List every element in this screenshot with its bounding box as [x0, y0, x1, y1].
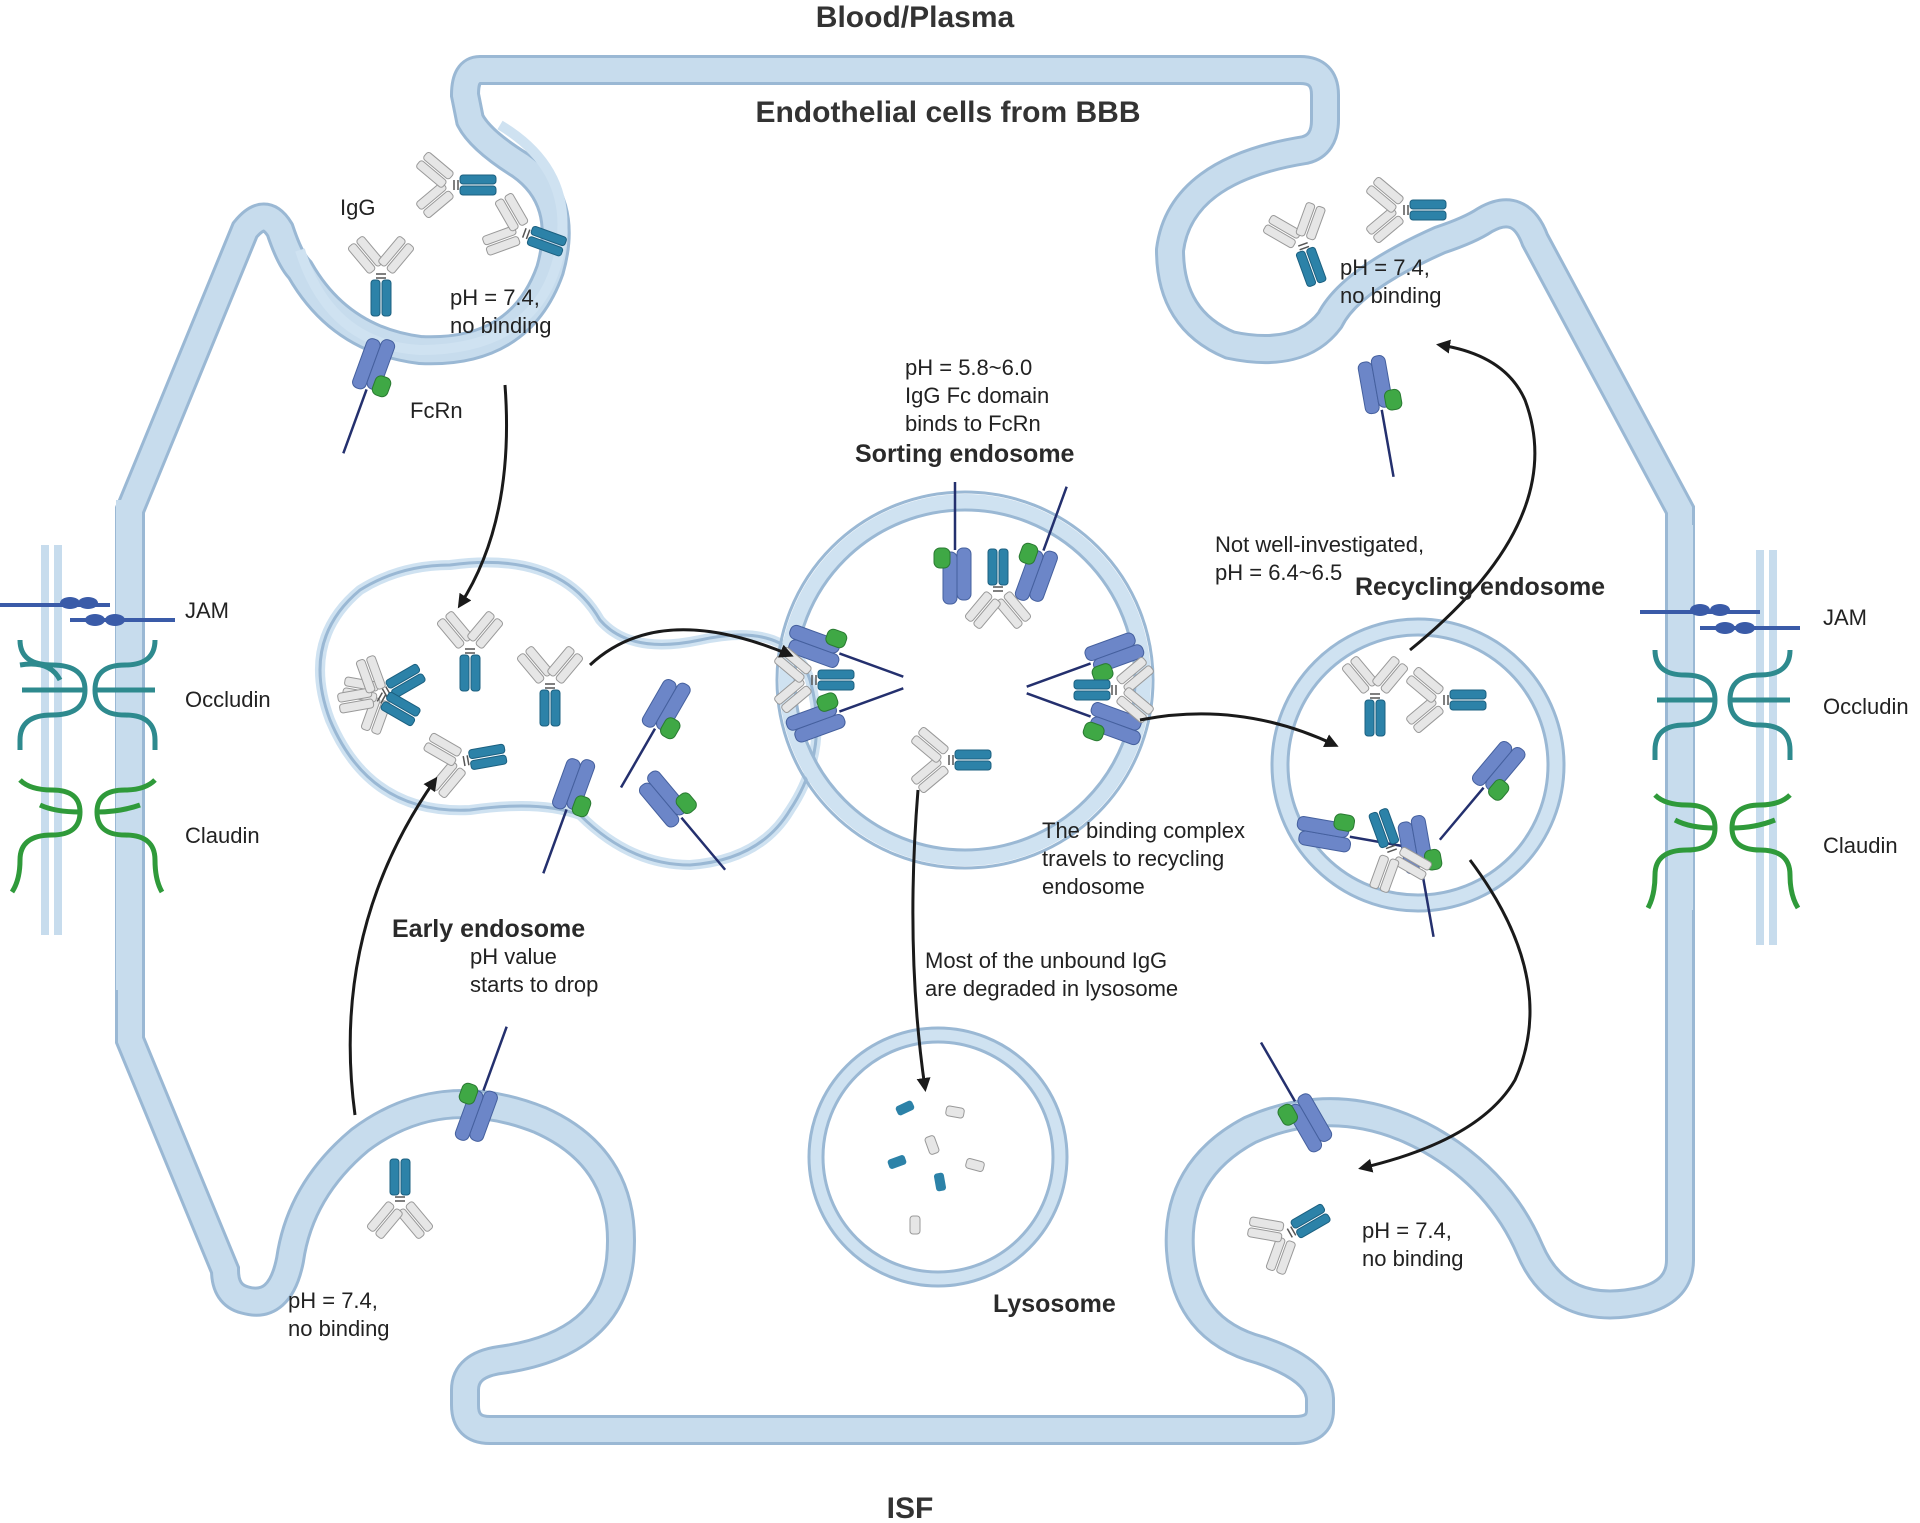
jam-protein-icon: [0, 597, 175, 626]
transport-arrows: [348, 339, 1537, 1173]
ph-top-right-line1: pH = 7.4,: [1340, 255, 1430, 280]
arrow-recycling-to-bottom-right: [1358, 859, 1532, 1173]
arrow-early-to-sorting: [588, 628, 794, 667]
complex-line2: travels to recycling: [1042, 846, 1224, 871]
arrow-to-early-endosome: [457, 384, 508, 609]
claudin-protein-icon: [9, 778, 165, 894]
ph-bottom-left-line1: pH = 7.4,: [288, 1288, 378, 1313]
jam-protein-icon: [1640, 604, 1800, 634]
sorting-ph-line2: IgG Fc domain: [905, 383, 1049, 408]
sorting-ph-line1: pH = 5.8~6.0: [905, 355, 1032, 380]
recycling-endosome: [1270, 617, 1566, 913]
early-ph-line2: starts to drop: [470, 972, 598, 997]
complex-line3: endosome: [1042, 874, 1145, 899]
recycling-note-line2: pH = 6.4~6.5: [1215, 560, 1342, 585]
occludin-right-label: Occludin: [1823, 694, 1909, 719]
ph-top-left-line1: pH = 7.4,: [450, 285, 540, 310]
endothelial-cell-membrane: [115, 55, 1695, 1445]
occludin-protein-icon: [17, 639, 158, 750]
early-endosome: [315, 557, 822, 871]
arrow-recycling-to-top-right: [1409, 339, 1537, 652]
ph-bottom-left-line2: no binding: [288, 1316, 390, 1341]
recycling-endosome-label: Recycling endosome: [1355, 573, 1605, 601]
jam-right-label: JAM: [1823, 605, 1867, 630]
lysosome-label: Lysosome: [993, 1290, 1116, 1318]
occludin-protein-icon: [1652, 649, 1793, 760]
arrow-from-bottom-left: [348, 776, 438, 1116]
jam-left-label: JAM: [185, 598, 229, 623]
lysosome-fragments: [886, 1099, 986, 1235]
early-endosome-contents: [328, 609, 743, 882]
claudin-left-label: Claudin: [185, 823, 260, 848]
unbound-line1: Most of the unbound IgG: [925, 948, 1167, 973]
igg-label: IgG: [340, 195, 375, 220]
ph-bottom-right-line2: no binding: [1362, 1246, 1464, 1271]
sorting-endosome-label: Sorting endosome: [855, 440, 1075, 468]
sorting-ph-line3: binds to FcRn: [905, 411, 1041, 436]
blood-plasma-label: Blood/Plasma: [816, 1, 1015, 34]
top-left-invagination: [295, 120, 568, 356]
top-right-vesicle-contents: [1257, 175, 1447, 481]
ph-top-right-line2: no binding: [1340, 283, 1442, 308]
early-ph-line1: pH value: [470, 944, 557, 969]
claudin-protein-icon: [1645, 793, 1801, 910]
bottom-right-vesicle-contents: [1238, 1033, 1344, 1283]
recycling-note-line1: Not well-investigated,: [1215, 532, 1424, 557]
text-labels: Blood/Plasma Endothelial cells from BBB …: [185, 1, 1909, 1523]
fcrn-label: FcRn: [410, 398, 463, 423]
early-endosome-label: Early endosome: [392, 915, 585, 943]
sorting-endosome-contents: [772, 478, 1156, 795]
endothelial-label: Endothelial cells from BBB: [755, 96, 1140, 129]
occludin-left-label: Occludin: [185, 687, 271, 712]
tight-junction-right: [1640, 525, 1801, 945]
arrow-sorting-to-recycling: [1139, 712, 1339, 748]
complex-line1: The binding complex: [1042, 818, 1245, 843]
tight-junction-left: [0, 500, 175, 990]
isf-label: ISF: [887, 1492, 934, 1523]
claudin-right-label: Claudin: [1823, 833, 1898, 858]
unbound-line2: are degraded in lysosome: [925, 976, 1178, 1001]
lysosome-vesicle: [807, 1026, 1069, 1288]
ph-bottom-right-line1: pH = 7.4,: [1362, 1218, 1452, 1243]
arrow-sorting-to-lysosome: [911, 789, 931, 1092]
ph-top-left-line2: no binding: [450, 313, 552, 338]
